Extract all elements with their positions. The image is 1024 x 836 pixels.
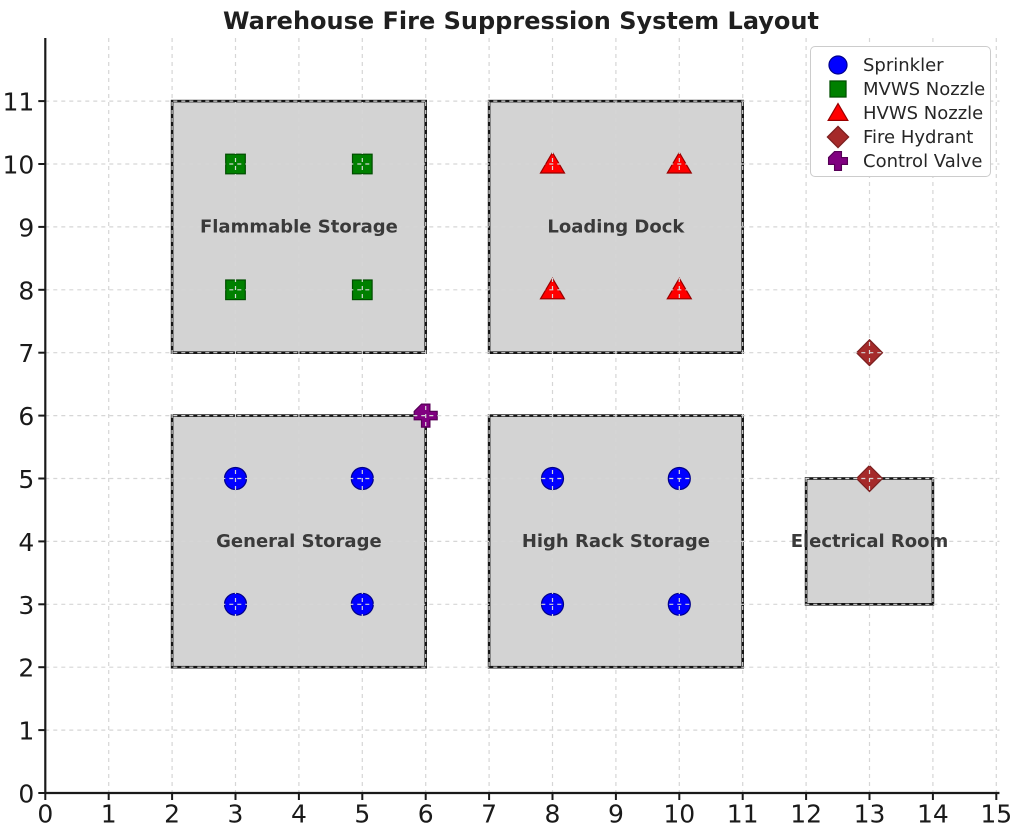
x-tick-label: 6 [418, 800, 434, 829]
hvws-nozzle-icon [821, 101, 855, 125]
marker-sprinkler [350, 592, 374, 616]
y-tick-label: 10 [2, 151, 34, 180]
y-tick-label: 4 [18, 528, 34, 557]
y-tick-label: 8 [18, 276, 34, 305]
y-tick-label: 7 [18, 339, 34, 368]
x-tick-label: 0 [37, 800, 53, 829]
room-label-flammable-storage: Flammable Storage [200, 216, 398, 237]
room-label-high-rack-storage: High Rack Storage [522, 531, 710, 552]
y-tick-label: 11 [2, 88, 34, 117]
x-tick-label: 2 [164, 800, 180, 829]
legend-label: Fire Hydrant [863, 126, 974, 148]
fire-hydrant-icon [821, 125, 855, 149]
marker-hvws-nozzle [666, 151, 693, 174]
y-tick-label: 6 [18, 402, 34, 431]
x-tick-label: 9 [608, 800, 624, 829]
room-label-loading-dock: Loading Dock [547, 216, 685, 237]
x-tick-label: 8 [545, 800, 561, 829]
legend-item-mvws-nozzle: MVWS Nozzle [821, 77, 986, 101]
marker-hvws-nozzle [539, 151, 566, 174]
room-label-electrical-room: Electrical Room [791, 531, 949, 552]
x-tick-label: 11 [727, 800, 759, 829]
x-tick-label: 10 [663, 800, 695, 829]
legend-item-control-valve: Control Valve [821, 149, 982, 173]
mvws-nozzle-icon [821, 77, 855, 101]
y-axis-ticks: 0 1 2 3 4 5 6 7 8 9 10 11 [2, 88, 46, 809]
legend-item-hvws-nozzle: HVWS Nozzle [821, 101, 984, 125]
x-tick-label: 4 [291, 800, 307, 829]
marker-sprinkler [223, 592, 248, 616]
sprinkler-icon [821, 53, 855, 77]
legend-label: Control Valve [863, 150, 983, 172]
legend-item-fire-hydrant: Fire Hydrant [821, 125, 982, 149]
x-tick-label: 14 [917, 800, 949, 829]
y-tick-label: 3 [18, 591, 34, 620]
marker-mvws-nozzle [225, 153, 246, 175]
x-tick-label: 3 [228, 800, 244, 829]
x-tick-label: 1 [101, 800, 117, 829]
legend-item-sprinkler: Sprinkler [821, 53, 982, 77]
legend-label: MVWS Nozzle [863, 78, 986, 100]
room-label-general-storage: General Storage [216, 531, 382, 552]
y-tick-label: 5 [18, 465, 34, 494]
legend-label: HVWS Nozzle [863, 102, 984, 124]
y-tick-label: 2 [18, 654, 34, 683]
y-tick-label: 9 [18, 213, 34, 242]
x-tick-label: 12 [790, 800, 822, 829]
y-tick-label: 0 [18, 780, 34, 809]
x-tick-label: 15 [980, 800, 1012, 829]
x-tick-label: 5 [354, 800, 370, 829]
legend-label: Sprinkler [863, 54, 944, 76]
control-valve-icon [821, 149, 855, 173]
chart-title: Warehouse Fire Suppression System Layout [223, 7, 819, 35]
y-tick-label: 1 [18, 717, 34, 746]
x-tick-label: 13 [854, 800, 886, 829]
x-tick-label: 7 [481, 800, 497, 829]
